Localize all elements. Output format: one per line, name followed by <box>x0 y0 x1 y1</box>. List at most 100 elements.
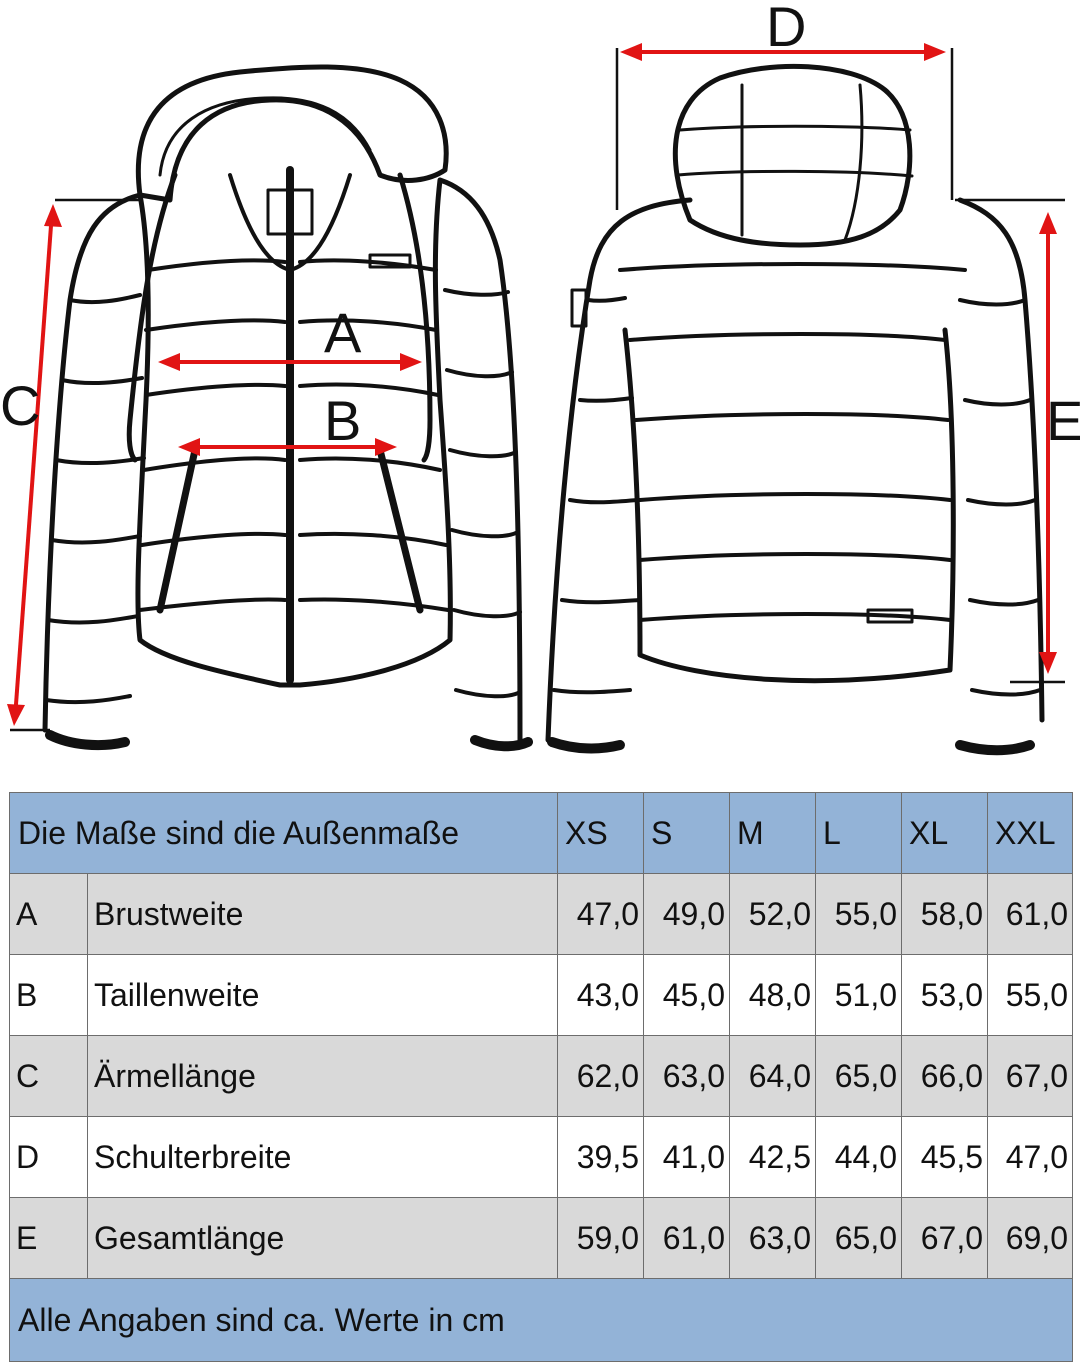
measure-e-letter: E <box>1046 389 1080 452</box>
front-right-sleeve <box>443 288 522 699</box>
front-pocket-right <box>376 446 424 614</box>
jacket-back-drawing <box>545 63 1045 756</box>
back-hood <box>672 63 913 248</box>
front-logo-badge <box>266 188 314 236</box>
row-key: D <box>9 1116 88 1198</box>
front-drawstring-left <box>126 172 178 463</box>
front-cuff-right <box>470 735 533 752</box>
row-value: 65,0 <box>815 1035 902 1117</box>
row-value: 61,0 <box>987 873 1073 955</box>
table-row: E Gesamtlänge 59,0 61,0 63,0 65,0 67,0 6… <box>9 1197 1073 1279</box>
table-header-row: Die Maße sind die Außenmaße XS S M L XL … <box>9 792 1073 874</box>
table-row: C Ärmellänge 62,0 63,0 64,0 65,0 66,0 67… <box>9 1035 1073 1117</box>
row-value: 45,5 <box>901 1116 988 1198</box>
row-value: 43,0 <box>557 954 644 1036</box>
row-value: 67,0 <box>901 1197 988 1279</box>
back-sleeve-quilting <box>552 296 1042 697</box>
back-body-quilting <box>618 262 967 622</box>
row-value: 62,0 <box>557 1035 644 1117</box>
measure-b-arrow-right <box>375 438 397 456</box>
row-value: 48,0 <box>729 954 816 1036</box>
measure-d-arrow-right <box>924 43 946 61</box>
front-chest-tag <box>368 253 412 269</box>
row-value: 39,5 <box>557 1116 644 1198</box>
jacket-front-drawing <box>42 64 533 752</box>
measure-b-arrow-left <box>178 438 200 456</box>
table-header-title: Die Maße sind die Außenmaße <box>9 792 558 874</box>
front-left-sleeve <box>44 293 146 705</box>
jacket-measurement-diagram: C A B D E <box>0 0 1080 756</box>
measure-c-arrow-bottom <box>7 704 25 726</box>
row-key: C <box>9 1035 88 1117</box>
table-footer-note: Alle Angaben sind ca. Werte in cm <box>9 1278 1073 1362</box>
size-header-xs: XS <box>557 792 644 874</box>
row-value: 42,5 <box>729 1116 816 1198</box>
row-value: 49,0 <box>643 873 730 955</box>
size-header-s: S <box>643 792 730 874</box>
row-value: 55,0 <box>815 873 902 955</box>
row-value: 61,0 <box>643 1197 730 1279</box>
row-label: Taillenweite <box>87 954 558 1036</box>
row-value: 53,0 <box>901 954 988 1036</box>
measurement-markers: C A B D E <box>0 0 1080 732</box>
size-header-xxl: XXL <box>987 792 1073 874</box>
back-logo-tag <box>866 608 914 624</box>
back-cuff-left <box>547 737 625 754</box>
back-cuff-right <box>955 740 1035 756</box>
front-pocket-left <box>156 446 199 614</box>
row-value: 55,0 <box>987 954 1073 1036</box>
row-value: 64,0 <box>729 1035 816 1117</box>
row-value: 52,0 <box>729 873 816 955</box>
row-label: Schulterbreite <box>87 1116 558 1198</box>
measure-a-letter: A <box>324 301 362 364</box>
measure-e-arrow-top <box>1039 212 1057 234</box>
front-drawstring-right <box>397 172 433 463</box>
front-body-quilting <box>138 258 450 612</box>
row-value: 66,0 <box>901 1035 988 1117</box>
table-row: A Brustweite 47,0 49,0 52,0 55,0 58,0 61… <box>9 873 1073 955</box>
row-label: Ärmellänge <box>87 1035 558 1117</box>
row-value: 67,0 <box>987 1035 1073 1117</box>
row-value: 47,0 <box>557 873 644 955</box>
measure-a-arrow-right <box>400 353 422 371</box>
row-value: 69,0 <box>987 1197 1073 1279</box>
front-cuff-left <box>45 730 130 751</box>
size-chart-table: Die Maße sind die Außenmaße XS S M L XL … <box>9 792 1073 1362</box>
measure-c-line <box>13 211 54 719</box>
row-value: 59,0 <box>557 1197 644 1279</box>
front-hood <box>135 64 449 203</box>
size-header-m: M <box>729 792 816 874</box>
front-collar <box>228 173 352 272</box>
measure-d-letter: D <box>766 0 806 58</box>
row-key: A <box>9 873 88 955</box>
front-body-outline <box>42 177 523 743</box>
measure-d-arrow-left <box>620 43 642 61</box>
row-value: 45,0 <box>643 954 730 1036</box>
table-row: D Schulterbreite 39,5 41,0 42,5 44,0 45,… <box>9 1116 1073 1198</box>
back-sleeve-badge <box>570 288 588 328</box>
row-label: Gesamtlänge <box>87 1197 558 1279</box>
row-key: B <box>9 954 88 1036</box>
front-hood-lining <box>158 96 372 177</box>
size-header-xl: XL <box>901 792 988 874</box>
row-value: 44,0 <box>815 1116 902 1198</box>
measure-c-arrow-top <box>44 204 62 227</box>
measure-c-letter: C <box>0 374 40 437</box>
measure-b-letter: B <box>324 389 361 452</box>
back-body-outline <box>545 197 1045 743</box>
row-label: Brustweite <box>87 873 558 955</box>
size-header-l: L <box>815 792 902 874</box>
row-value: 47,0 <box>987 1116 1073 1198</box>
measure-a-arrow-left <box>158 353 180 371</box>
table-footer-row: Alle Angaben sind ca. Werte in cm <box>9 1278 1073 1362</box>
back-hood-seam <box>740 83 864 242</box>
row-value: 51,0 <box>815 954 902 1036</box>
row-value: 41,0 <box>643 1116 730 1198</box>
row-value: 58,0 <box>901 873 988 955</box>
row-value: 65,0 <box>815 1197 902 1279</box>
row-value: 63,0 <box>729 1197 816 1279</box>
row-key: E <box>9 1197 88 1279</box>
table-row: B Taillenweite 43,0 45,0 48,0 51,0 53,0 … <box>9 954 1073 1036</box>
measure-e-arrow-bottom <box>1039 652 1057 674</box>
back-hood-quilting <box>676 124 914 178</box>
